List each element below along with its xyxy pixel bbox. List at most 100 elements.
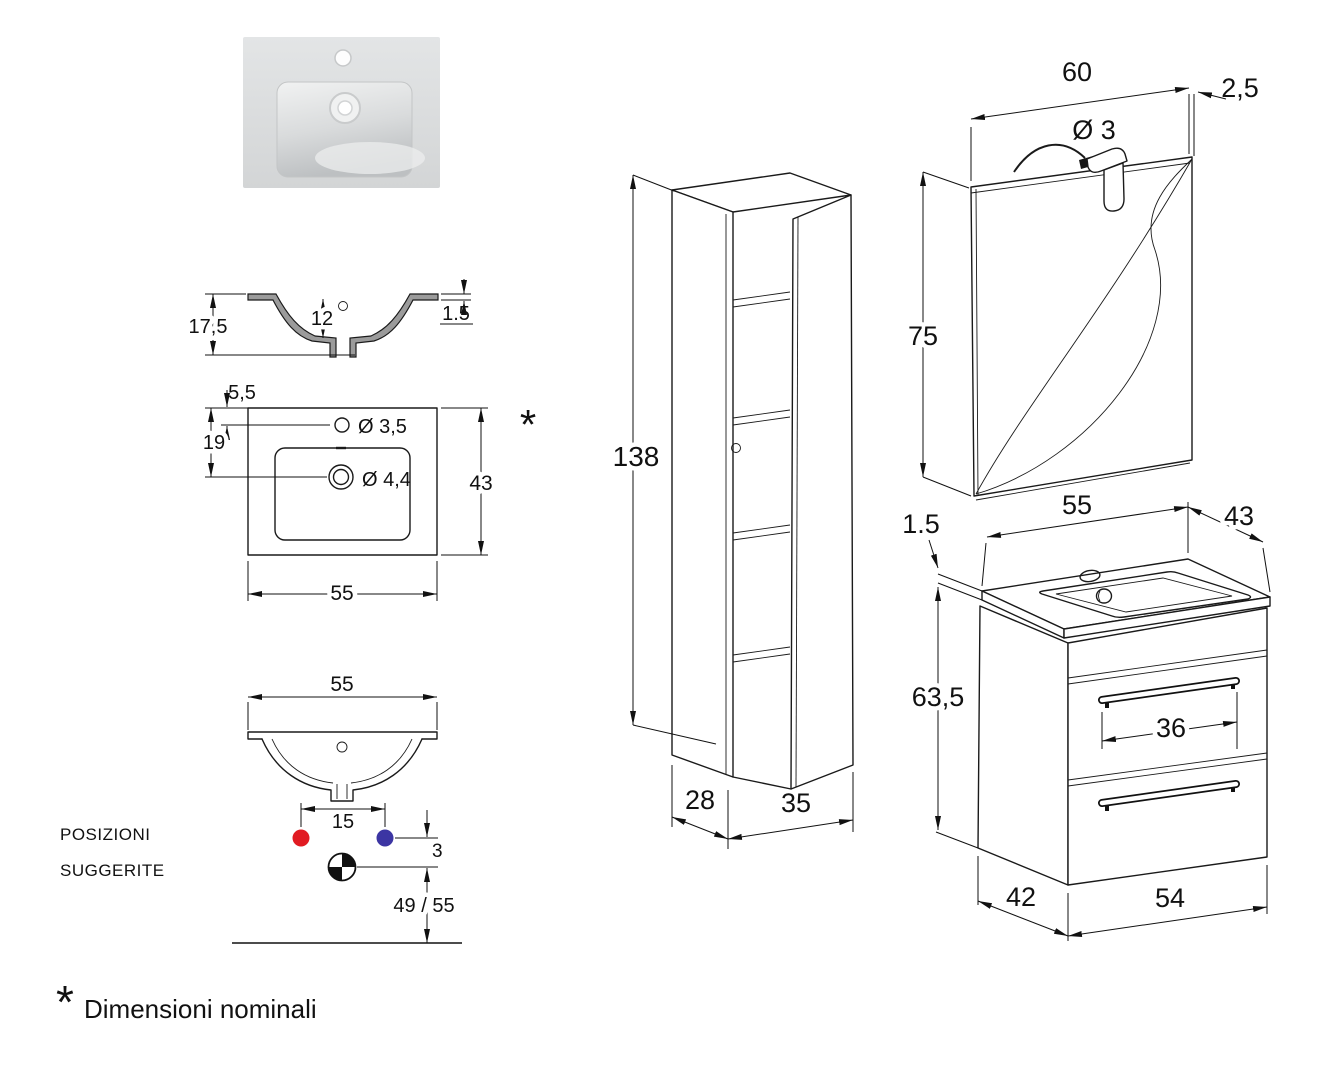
frontview-drain-stub [336, 784, 348, 799]
drain-centre-symbol-quadrants [328, 853, 356, 881]
dim-vanity-body-width: 54 [1155, 883, 1185, 913]
dim-topview-width: 55 [330, 582, 353, 605]
dim-vanity-top-width: 55 [1062, 490, 1092, 520]
dim-section-bowl-depth: 12 [311, 308, 333, 330]
column-open-door [790, 194, 854, 790]
column-shelf-1 [732, 291, 791, 308]
dim-topview-hole-offset: 5,5 [228, 382, 256, 404]
drawer-handle-1-inner [1099, 678, 1239, 703]
dim-line [727, 819, 854, 840]
vanity-left-side [977, 605, 1069, 886]
dim-ext [632, 174, 717, 745]
hot-water-position-dot [292, 829, 310, 847]
dim-ext [935, 573, 983, 849]
top-view: Ø 3,5 Ø 4,4 5,5 19 43 55 * [198, 382, 536, 610]
dim-ext [922, 171, 972, 497]
dim-mirror-thickness: 2,5 [1221, 73, 1259, 103]
dim-ext [221, 407, 330, 426]
front-view: 55 15 3 49 / 55 POSIZIONI SUGGERITE [60, 673, 462, 944]
dim-vanity-body-height: 63,5 [912, 682, 965, 712]
vanity-bowl-rim [1039, 570, 1252, 619]
dim-arrow [928, 539, 939, 569]
dim-wall-height: 49 / 55 [393, 895, 454, 917]
mirror-glass [970, 156, 1193, 497]
section-overflow-hole [338, 301, 348, 311]
dim-frontview-width: 55 [330, 673, 353, 696]
dim-arrow [1197, 91, 1227, 100]
mirror-reflection-line-2 [975, 158, 1193, 495]
dim-column-height: 138 [613, 441, 660, 472]
label-drain-hole-diameter: Ø 4,4 [362, 469, 411, 491]
suggested-positions-label-1: POSIZIONI [60, 825, 150, 844]
footnote-text: Dimensioni nominali [84, 994, 317, 1024]
column-bottom-edge [732, 776, 792, 790]
section-profile-left [247, 293, 337, 358]
dim-line [1187, 506, 1264, 543]
vanity-drawer-seam-1 [1067, 649, 1268, 685]
dim-line [977, 900, 1069, 937]
vanity-basin-front-edge [1063, 596, 1271, 639]
dim-line [1101, 720, 1238, 743]
topview-tap-hole [334, 417, 350, 433]
mirror: 60 2,5 Ø 3 75 [903, 57, 1259, 501]
dim-line [1067, 906, 1268, 937]
product-photo [243, 37, 440, 188]
dim-vanity-top-thickness: 1.5 [902, 509, 940, 539]
dim-lamp-diameter: Ø 3 [1072, 115, 1116, 145]
vanity-drain [1095, 588, 1113, 604]
vanity-tap-hole [1079, 569, 1101, 583]
dim-mirror-height: 75 [908, 321, 938, 351]
mirror-edge-thickness [970, 162, 1191, 501]
photo-basin-highlight [315, 142, 425, 174]
topview-drain-inner [332, 468, 350, 486]
section-profile-right [349, 293, 439, 358]
vanity-drain-detail [1098, 590, 1101, 602]
vanity-bowl-bottom [1055, 577, 1233, 613]
column-shelf-2 [732, 409, 791, 426]
dim-mirror-width: 60 [1062, 57, 1092, 87]
dim-section-total-height: 17,5 [189, 316, 228, 338]
photo-tap-hole [334, 49, 352, 67]
dim-line [986, 506, 1189, 538]
drawer-handle-2-inner [1099, 781, 1239, 806]
vanity-drawer-seam-2 [1067, 752, 1268, 787]
dim-column-width: 35 [781, 788, 811, 818]
dim-ext [247, 702, 438, 730]
footnote-asterisk: * [56, 976, 74, 1028]
mirror-reflection-line-1 [975, 158, 1193, 495]
column-cabinet: 138 28 35 [608, 172, 854, 849]
frontview-overflow-hole [336, 741, 348, 753]
dim-topview-drain-offset: 19 [203, 432, 225, 454]
lamp-cable [1013, 143, 1086, 173]
dim-column-depth: 28 [685, 785, 715, 815]
lamp-head [1086, 147, 1128, 174]
dim-drain-drop: 3 [432, 841, 443, 862]
footnote: * Dimensioni nominali [56, 976, 317, 1028]
section-view: 17,5 12 1.5 [184, 279, 473, 358]
label-tap-hole-diameter: Ø 3,5 [358, 416, 407, 438]
photo-drain-hole [337, 100, 353, 116]
suggested-positions-label-2: SUGGERITE [60, 861, 165, 880]
column-door-thickness [795, 216, 799, 788]
frontview-bowl-outer [261, 738, 423, 802]
vanity-unit: 55 43 1.5 63,5 36 42 54 [902, 490, 1271, 941]
dim-topview-depth: 43 [469, 472, 492, 495]
dim-tap-spacing: 15 [332, 811, 354, 833]
dim-line [671, 816, 729, 840]
dim-handle-width: 36 [1156, 713, 1186, 743]
column-left-side [671, 189, 734, 778]
dim-section-rim-thickness: 1.5 [442, 303, 470, 325]
topview-drain-outer [328, 464, 354, 490]
dim-line [970, 87, 1190, 120]
column-shelf-3 [732, 524, 791, 541]
frontview-rim [247, 731, 438, 740]
column-door-knob [731, 443, 741, 453]
dim-ext [441, 293, 471, 301]
dim-ext [970, 94, 1195, 181]
nominal-dimension-asterisk: * [520, 401, 536, 448]
column-shelf-4 [732, 646, 791, 663]
cold-water-position-dot [376, 829, 394, 847]
lamp-body [1103, 162, 1125, 212]
